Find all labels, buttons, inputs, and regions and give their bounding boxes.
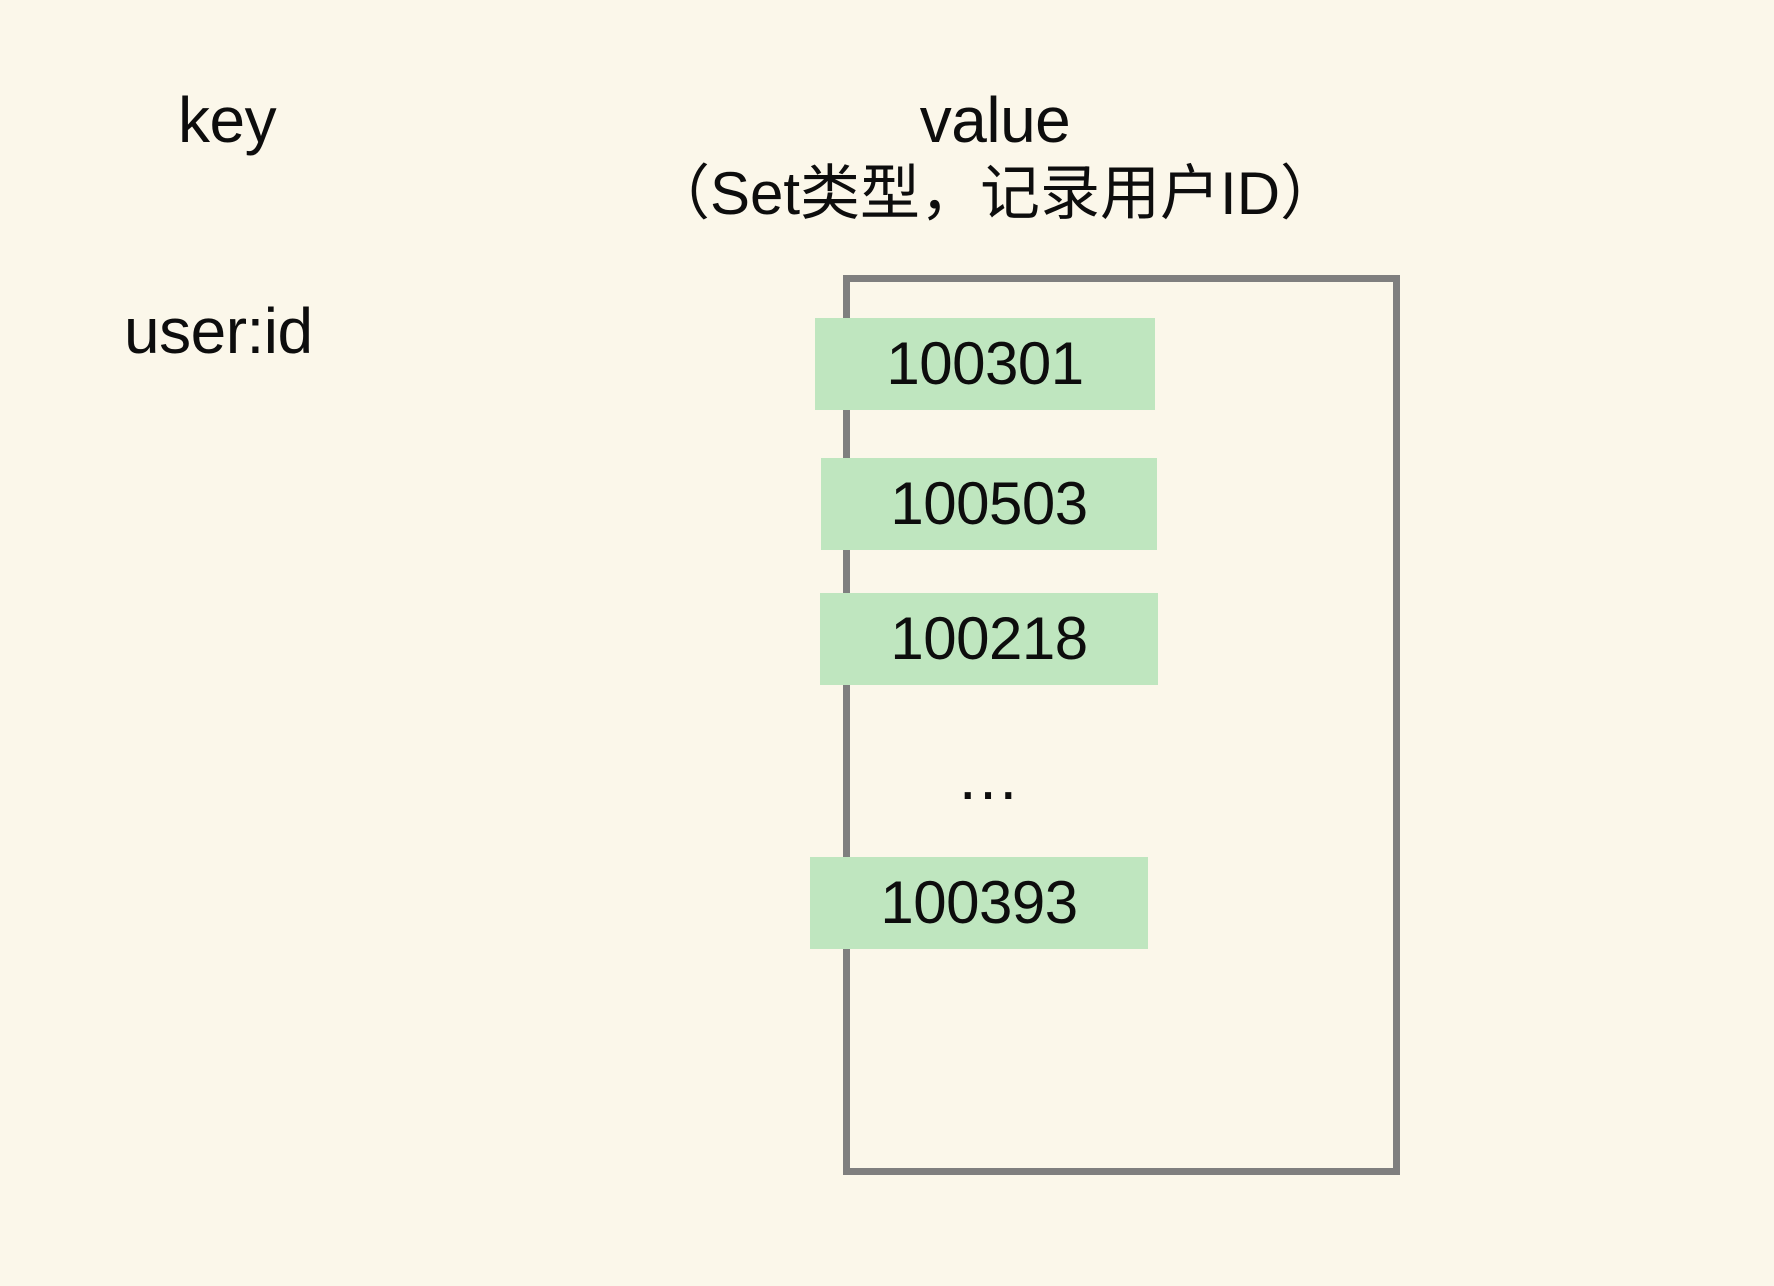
value-column-header-subtitle: （Set类型，记录用户ID）	[649, 160, 1341, 228]
set-member-chip: 100503	[821, 458, 1157, 550]
set-value-container	[843, 275, 1400, 1175]
value-column-header-title: value	[919, 84, 1071, 156]
value-column-header: value （Set类型，记录用户ID）	[600, 84, 1390, 233]
key-name-label: user:id	[124, 295, 313, 367]
set-member-chip: 100301	[815, 318, 1155, 410]
key-column-header: key	[178, 84, 277, 156]
set-member-chip: 100218	[820, 593, 1158, 685]
truncation-ellipsis: …	[956, 741, 1024, 813]
set-member-chip: 100393	[810, 857, 1148, 949]
